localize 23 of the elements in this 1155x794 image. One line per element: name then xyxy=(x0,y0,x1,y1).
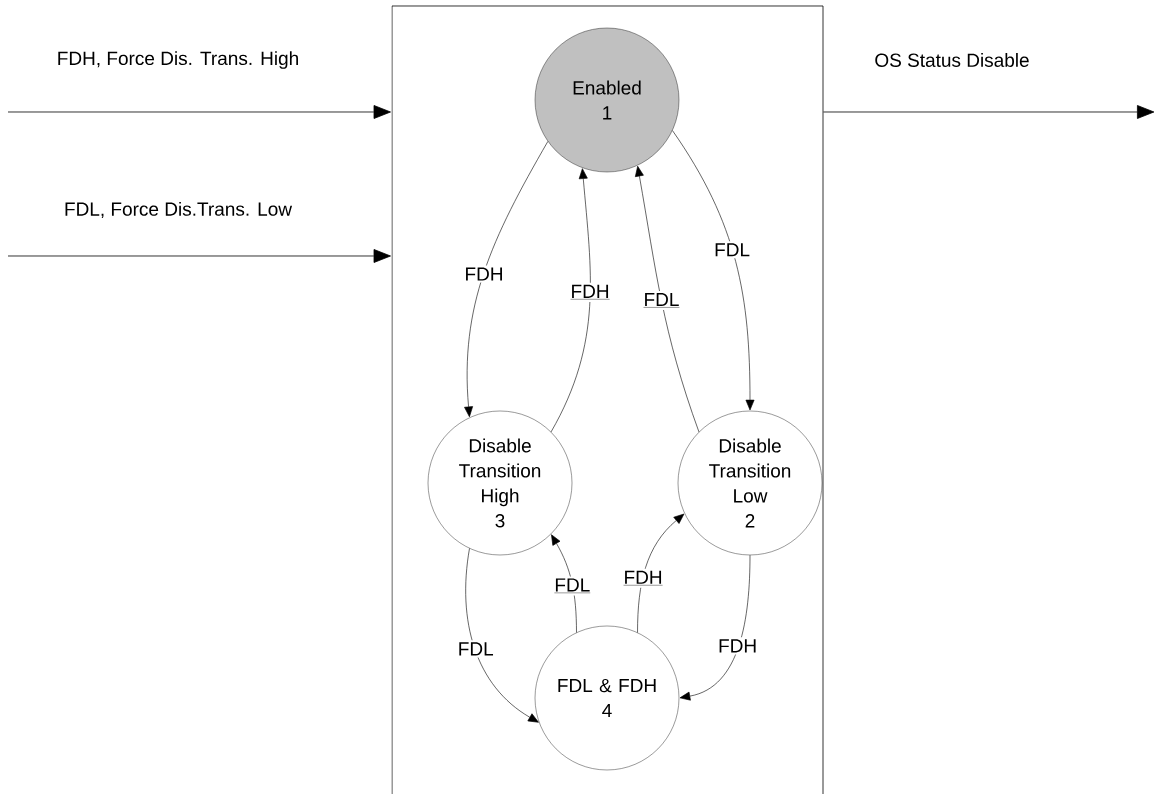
arrow xyxy=(635,165,700,433)
state-frame xyxy=(391,5,824,794)
edge-label: FDL xyxy=(552,576,593,596)
edge-label: FDH xyxy=(462,265,506,283)
arrow xyxy=(679,554,751,701)
edge-label: FDL xyxy=(455,640,496,658)
arrow xyxy=(550,168,591,433)
edge-label: FDH xyxy=(621,568,665,588)
arrow xyxy=(465,548,539,723)
edge-label: FDL, Force Dis.Trans. Low xyxy=(65,201,293,219)
edge-label: FDL xyxy=(641,290,682,311)
arrow xyxy=(551,534,577,633)
edge-label: FDH xyxy=(568,282,612,302)
edge-label: FDL xyxy=(712,241,752,259)
arrow xyxy=(637,513,685,633)
edge-label: FDH xyxy=(716,637,760,655)
arrow xyxy=(672,130,755,411)
edge-label: FDH, Force Dis. Trans. High xyxy=(58,51,298,69)
arrow xyxy=(823,105,1155,119)
edge-label: OS Status Disable xyxy=(875,53,1029,67)
arrow xyxy=(7,105,391,119)
arrow xyxy=(464,141,549,418)
arrow xyxy=(7,249,391,263)
